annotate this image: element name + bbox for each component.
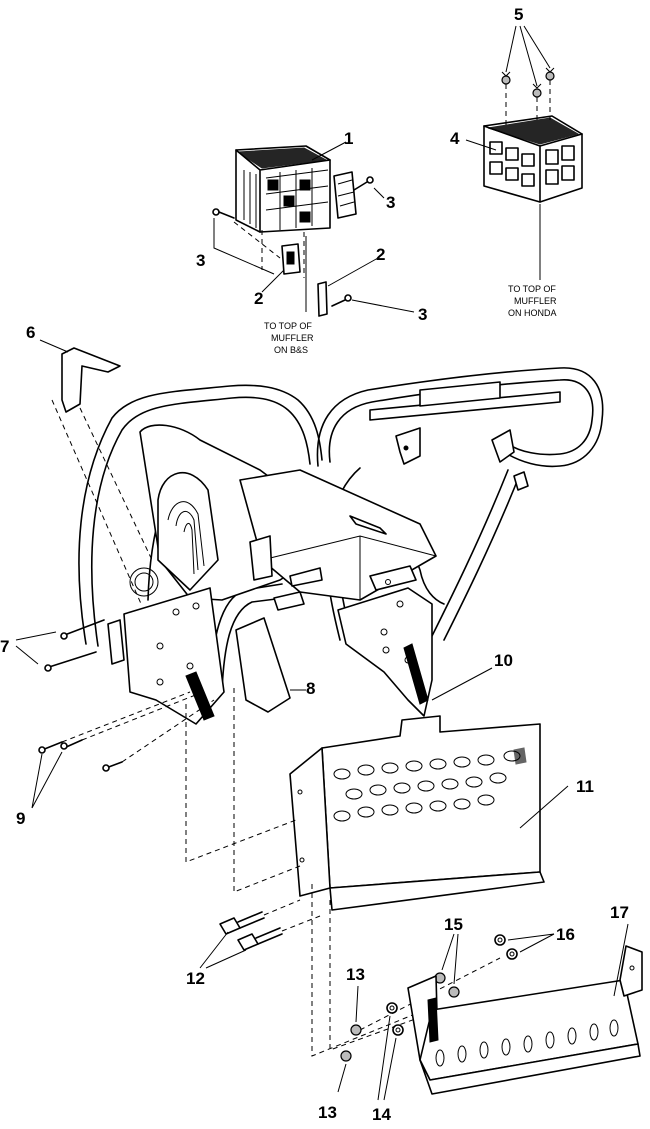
callout-3: 3 bbox=[386, 193, 395, 212]
callout-2: 2 bbox=[254, 289, 263, 308]
callout-10: 10 bbox=[494, 651, 513, 670]
shield-11 bbox=[289, 715, 569, 911]
side-plate-right bbox=[337, 565, 433, 717]
callout-4: 4 bbox=[450, 129, 460, 148]
plate-8 bbox=[235, 617, 306, 713]
guard-17 bbox=[407, 923, 643, 1095]
muffler-guard-honda bbox=[483, 115, 583, 203]
nuts-13 bbox=[337, 985, 362, 1093]
note-bs: TO TOP OF MUFFLER ON B&S bbox=[264, 321, 314, 355]
note-bs-line: MUFFLER bbox=[271, 333, 314, 343]
bracket-6 bbox=[39, 339, 153, 607]
callout-9: 9 bbox=[16, 809, 25, 828]
callout-5: 5 bbox=[514, 5, 523, 24]
callout-6: 6 bbox=[26, 323, 35, 342]
callout-3: 3 bbox=[196, 251, 205, 270]
handlebar-frame bbox=[78, 367, 604, 691]
nuts-15 bbox=[434, 933, 460, 998]
note-bs-line: ON B&S bbox=[274, 345, 308, 355]
callout-1: 1 bbox=[344, 129, 353, 148]
link-10 bbox=[431, 667, 493, 701]
callout-13: 13 bbox=[318, 1103, 337, 1122]
callout-16: 16 bbox=[556, 925, 575, 944]
callout-labels: 1 3 3 2 2 3 5 4 6 7 8 9 10 11 12 13 13 1… bbox=[0, 5, 629, 1124]
callout-15: 15 bbox=[444, 915, 463, 934]
note-honda-line: TO TOP OF bbox=[508, 284, 556, 294]
washers-16 bbox=[494, 933, 555, 960]
alignment-lines bbox=[185, 688, 501, 1057]
callout-11: 11 bbox=[576, 777, 594, 796]
muffler-bracket-bs bbox=[261, 230, 328, 317]
leaders-bs bbox=[213, 141, 415, 313]
callout-13: 13 bbox=[346, 965, 365, 984]
callout-3: 3 bbox=[418, 305, 427, 324]
leaders-honda bbox=[465, 25, 555, 280]
screws-7 bbox=[15, 619, 105, 672]
note-honda-line: ON HONDA bbox=[508, 308, 557, 318]
callout-7: 7 bbox=[0, 637, 9, 656]
callout-8: 8 bbox=[306, 679, 315, 698]
callout-12: 12 bbox=[186, 969, 205, 988]
handle-clips bbox=[249, 427, 529, 611]
screws-bs bbox=[212, 176, 374, 307]
callout-2: 2 bbox=[376, 245, 385, 264]
callout-14: 14 bbox=[372, 1105, 391, 1124]
side-plate-left bbox=[107, 587, 225, 725]
note-honda: TO TOP OF MUFFLER ON HONDA bbox=[508, 284, 557, 318]
note-honda-line: MUFFLER bbox=[514, 296, 557, 306]
washers-14 bbox=[377, 1002, 404, 1101]
callout-17: 17 bbox=[610, 903, 629, 922]
muffler-guard-bs bbox=[235, 145, 357, 233]
bolts-12 bbox=[199, 899, 321, 969]
note-bs-line: TO TOP OF bbox=[264, 321, 312, 331]
screws-9 bbox=[31, 691, 215, 809]
